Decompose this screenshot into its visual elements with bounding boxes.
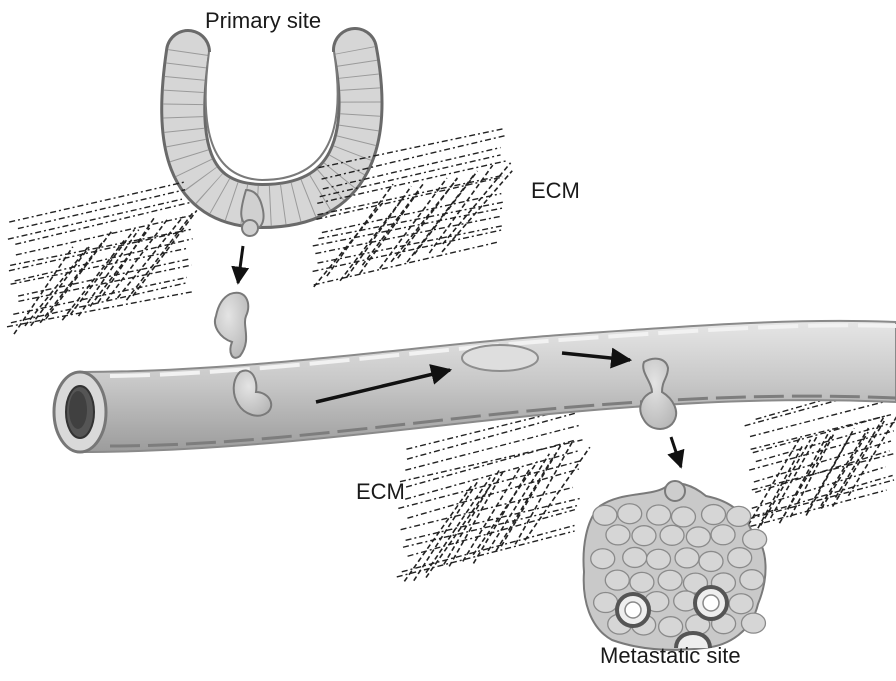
- ecm-fiber: [11, 248, 187, 284]
- ecm-fiber: [756, 422, 895, 461]
- ecm-fiber: [754, 441, 891, 482]
- ecm-fibers-bottom: [397, 406, 590, 582]
- ecm-fiber: [126, 213, 192, 301]
- tumor-cell: [605, 570, 629, 590]
- tumor-cell: [686, 527, 710, 547]
- tumor-cell: [630, 572, 654, 592]
- tumor-cell: [591, 549, 615, 569]
- ecm-fiber: [314, 242, 499, 285]
- tumor-cell: [702, 505, 726, 525]
- ecm-fiber: [18, 190, 185, 229]
- tumor-cell: [671, 507, 695, 527]
- tumor-cell: [659, 617, 683, 637]
- tumor-cell: [658, 570, 682, 590]
- primary-site-label: Primary site: [205, 8, 321, 34]
- ecm-fibers-right: [745, 381, 896, 528]
- ecm-fiber: [496, 455, 555, 551]
- tumor-cell: [660, 525, 684, 545]
- tumor-cell: [593, 505, 617, 525]
- tumor-cell: [594, 593, 618, 613]
- tumor-cell: [675, 548, 699, 568]
- tumor-cell: [606, 525, 630, 545]
- ecm-fiber: [9, 182, 184, 222]
- ecm-fibers-left: [7, 182, 197, 334]
- ecm-fiber: [749, 431, 894, 470]
- tumor-cell: [618, 504, 642, 524]
- tumor-cell: [632, 526, 656, 546]
- ecm-label-top: ECM: [531, 178, 580, 204]
- tumor-cell: [711, 525, 735, 545]
- ecm-fiber: [117, 217, 182, 298]
- tumor-cell: [699, 551, 723, 571]
- arrow-down-primary: [238, 246, 243, 283]
- tumor-cell: [647, 549, 671, 569]
- ecm-fiber: [426, 477, 490, 572]
- ecm-fiber: [14, 247, 73, 334]
- ecm-fiber: [406, 498, 581, 540]
- tumor-cell: [647, 505, 671, 525]
- ecm-fiber: [525, 447, 590, 540]
- tumor-cell: [727, 506, 751, 526]
- ecm-fiber: [318, 202, 503, 239]
- circulating-tumor-cell: [462, 345, 538, 371]
- ecm-fiber: [25, 247, 88, 325]
- tumor-cell: [623, 547, 647, 567]
- ecm-fiber: [8, 199, 182, 239]
- tumor-cell: [729, 594, 753, 614]
- metastatic-tumor-mass: [584, 481, 767, 650]
- ecm-fiber: [429, 165, 492, 253]
- ecm-fiber: [758, 446, 803, 529]
- ecm-fiber: [360, 189, 420, 274]
- ecm-fiber: [313, 230, 503, 272]
- ecm-fiber: [408, 510, 575, 557]
- arrow-down-metastatic: [671, 437, 681, 467]
- tumor-cell: [728, 548, 752, 568]
- primary-site-gland: [183, 50, 360, 236]
- ecm-fiber: [317, 226, 502, 263]
- ecm-fiber: [79, 230, 139, 316]
- ecm-fiber: [398, 461, 580, 508]
- ecm-fiber: [403, 506, 577, 548]
- ecm-fiber: [18, 265, 191, 301]
- ecm-fiber: [7, 292, 193, 327]
- migrating-tumor-cell: [215, 293, 248, 358]
- tumor-cell: [743, 529, 767, 549]
- ecm-fiber: [444, 468, 500, 564]
- ecm-fiber: [401, 487, 573, 529]
- tumor-cell: [741, 613, 765, 633]
- tumor-cell: [740, 570, 764, 590]
- ecm-label-bottom: ECM: [356, 479, 405, 505]
- metastatic-site-label: Metastatic site: [600, 643, 741, 669]
